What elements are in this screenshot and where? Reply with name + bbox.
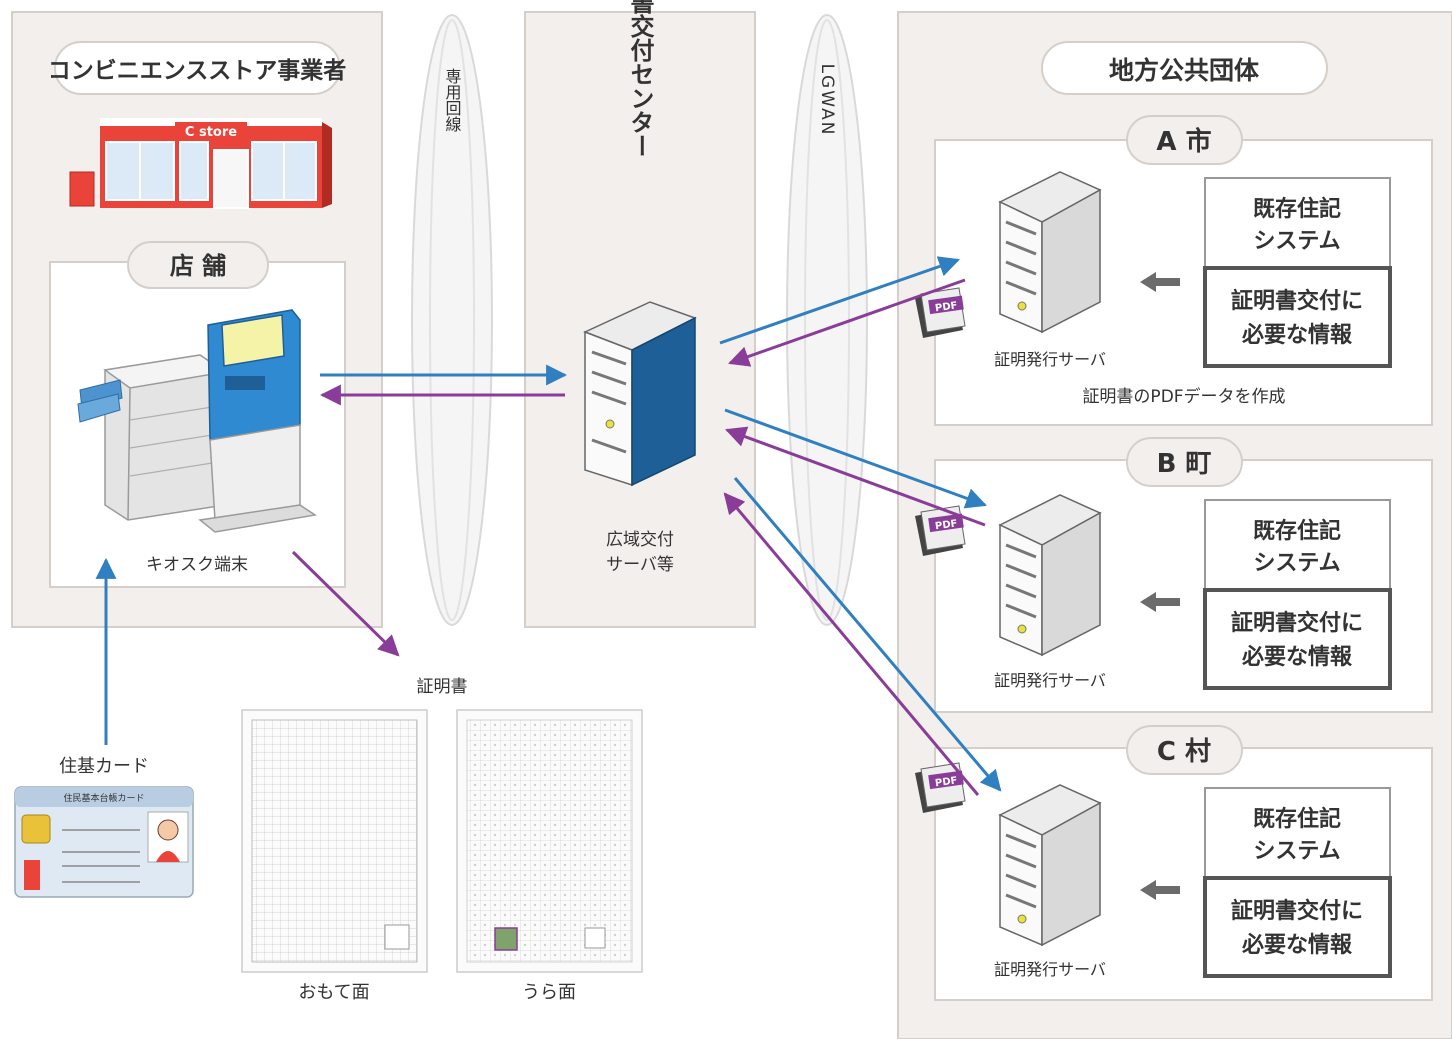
server-label: 証明発行サーバ [994, 960, 1106, 979]
pdf-icon: PDF [915, 505, 966, 556]
pdf-caption: 証明書のPDFデータを作成 [1082, 386, 1285, 407]
center-title: 証明書交付センター [626, 0, 654, 158]
kiosk-terminal-icon [77, 309, 317, 533]
pdf-text: PDF [934, 775, 958, 789]
left-arrow-icon [1140, 592, 1180, 612]
system-line2: システム [1253, 229, 1340, 254]
info-line2: 必要な情報 [1242, 322, 1353, 348]
center-panel: 証明書交付センター 広域交付 サーバ等 [524, 0, 756, 628]
lgwan-label: LGWAN [817, 64, 837, 137]
info-line2: 必要な情報 [1242, 644, 1353, 670]
required-info-box: 証明書交付に 必要な情報 [1203, 266, 1392, 368]
info-line2: 必要な情報 [1242, 932, 1353, 958]
info-line1: 証明書交付に [1231, 898, 1363, 924]
pdf-text: PDF [934, 518, 958, 532]
store-building-icon: C store [69, 118, 332, 209]
municipality-b: B 町 証明発行サーバ PDF 既存住記 システム 証明書交付に 必要 [915, 437, 1433, 713]
municipality-name: A 市 [1156, 126, 1211, 157]
center-to-c-arrow [733, 477, 1002, 792]
system-line1: 既存住記 [1253, 196, 1341, 222]
issuing-server-icon [998, 171, 1102, 334]
certificate-front [241, 709, 428, 973]
municipality-name: B 町 [1157, 449, 1212, 479]
required-info-box: 証明書交付に 必要な情報 [1203, 588, 1392, 690]
local-gov-title: 地方公共団体 [1109, 56, 1260, 85]
front-label: おもて面 [298, 982, 369, 1003]
store-sign: C store [185, 125, 237, 140]
operator-label: コンビニエンスストア事業者 [48, 57, 347, 84]
convenience-panel: コンビニエンスストア事業者 C store 店 舗 [11, 11, 383, 628]
kiosk-label: キオスク端末 [146, 555, 248, 575]
system-line1: 既存住記 [1253, 806, 1341, 832]
center-to-a-arrow [719, 256, 960, 345]
municipality-c: C 村 証明発行サーバ PDF 既存住記 システム 証明書交付に 必要 [915, 725, 1433, 1001]
issuing-server-icon [998, 494, 1102, 657]
info-line1: 証明書交付に [1231, 288, 1363, 314]
issuing-server-icon [998, 784, 1102, 947]
left-arrow-icon [1140, 272, 1180, 292]
system-line2: システム [1253, 839, 1340, 864]
server-label-line2: サーバ等 [606, 555, 674, 575]
existing-system-box: 既存住記 システム [1204, 787, 1391, 879]
b-to-center-arrow [725, 426, 986, 527]
a-to-center-arrow [728, 278, 966, 367]
juki-card-icon: 住民基本台帳カード [14, 786, 194, 898]
system-line1: 既存住記 [1253, 518, 1341, 544]
c-to-center-arrow [723, 492, 980, 796]
server-label-line1: 広域交付 [606, 530, 674, 550]
existing-system-box: 既存住記 システム [1204, 177, 1391, 269]
municipality-a: A 市 証明発行サーバ PDF 証明書のPDFデータを作成 既存住記 システム [915, 115, 1433, 426]
flow-arrows [95, 256, 1002, 796]
certificate-label: 証明書 [417, 677, 468, 697]
pdf-icon: PDF [915, 762, 966, 813]
dedicated-line-label: 専用回線 [443, 68, 462, 132]
shop-label: 店 舗 [170, 252, 226, 280]
back-label: うら面 [522, 982, 576, 1003]
info-line1: 証明書交付に [1231, 610, 1363, 636]
pdf-text: PDF [934, 300, 958, 314]
dedicated-line-network: 専用回線 [411, 14, 493, 626]
kiosk-to-certificate-arrow [291, 550, 400, 657]
certificate-back [456, 709, 643, 973]
system-line2: システム [1253, 551, 1340, 576]
server-label: 証明発行サーバ [994, 671, 1106, 690]
card-label: 住基カード [59, 756, 149, 777]
required-info-box: 証明書交付に 必要な情報 [1203, 876, 1392, 978]
card-header: 住民基本台帳カード [63, 792, 144, 804]
existing-system-box: 既存住記 システム [1204, 499, 1391, 591]
pdf-icon: PDF [915, 287, 966, 338]
municipality-name: C 村 [1157, 737, 1211, 767]
left-arrow-icon [1140, 880, 1180, 900]
server-label: 証明発行サーバ [994, 350, 1106, 369]
wide-area-server-icon [583, 301, 697, 487]
center-to-b-arrow [724, 408, 987, 509]
